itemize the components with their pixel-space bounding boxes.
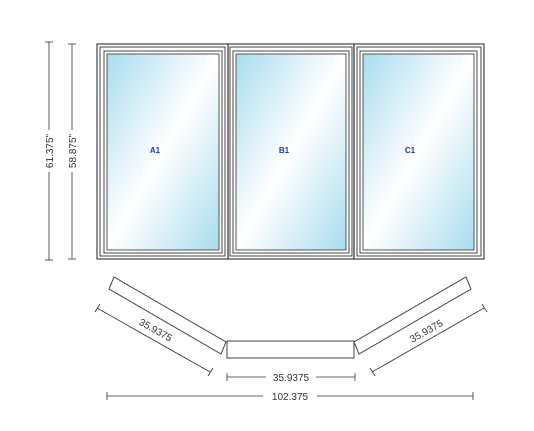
pane-label-b1: B1 — [279, 146, 290, 155]
left-side-label-bg — [129, 311, 177, 347]
right-side-dimension — [369, 303, 488, 377]
pane-label-a1: A1 — [150, 146, 161, 155]
center-width-label: 35.9375 — [273, 373, 310, 384]
overall-height-label-bg — [43, 130, 55, 172]
right-side-label-bg — [403, 311, 451, 347]
glass-pane-b1 — [235, 53, 347, 251]
center-width-label-bg — [266, 370, 316, 384]
glass-pane-c1 — [362, 53, 475, 251]
plan-left-unit — [108, 276, 227, 355]
window-elevation — [96, 43, 485, 260]
glass-pane-a1 — [106, 53, 220, 251]
plan-center-unit — [226, 340, 355, 359]
overall-height-label: 61.375" — [45, 133, 56, 168]
plan-right-unit — [353, 276, 472, 355]
unit-height-label-bg — [66, 130, 78, 172]
panel-c-frame — [353, 43, 485, 260]
unit-height-label: 58.875" — [68, 133, 79, 168]
overall-width-label: 102.375 — [272, 392, 309, 403]
overall-width-label-bg — [263, 389, 317, 403]
left-side-dimension — [94, 303, 214, 377]
pane-label-c1: C1 — [405, 146, 416, 155]
plan-view — [108, 276, 472, 359]
